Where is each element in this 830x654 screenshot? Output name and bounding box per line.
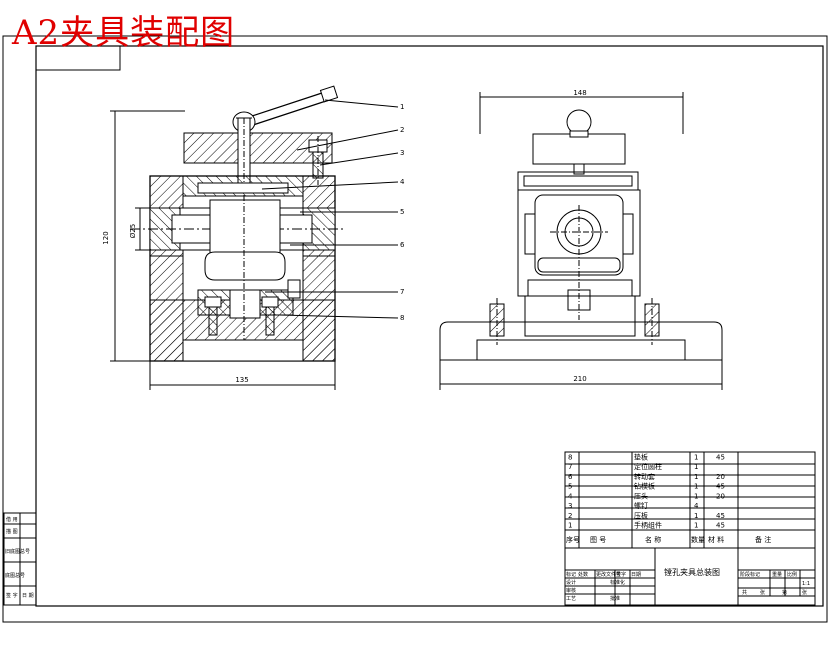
tb-ratio: 比例 xyxy=(787,571,797,578)
side-borrow: 借 用 xyxy=(6,516,18,523)
tb-label-standard: 标准化 xyxy=(610,579,625,586)
bom-cell-name: 定位圆柱 xyxy=(634,462,662,471)
bom-cell-name: 转动套 xyxy=(634,472,655,481)
bom-cell-no: 5 xyxy=(568,483,572,491)
bom-cell-material: 45 xyxy=(716,512,725,520)
balloon-7: 7 xyxy=(400,288,404,296)
bom-cell-no: 2 xyxy=(568,512,572,520)
inner-border xyxy=(35,45,824,607)
bom-header-code: 图 号 xyxy=(590,536,606,544)
bom-cell-no: 8 xyxy=(568,453,572,461)
bom-header-remark: 备 注 xyxy=(755,535,771,544)
bom-header: 序号 图 号 名 称 数量 材 料 备 注 xyxy=(566,535,771,544)
bom-table xyxy=(564,451,816,549)
drawing-title: 镗孔夹具总装图 xyxy=(664,567,720,577)
overlay-title: A2夹具装配图 xyxy=(12,13,236,53)
side-block-labels: 借 用 描 图 旧底图总号 底图总号 签 字 日 期 xyxy=(5,516,34,599)
dim-width-side-top: 148 xyxy=(573,89,586,97)
tb-stage: 阶段标记 xyxy=(740,571,760,578)
bom-cell-qty: 1 xyxy=(694,492,698,500)
tb-weight: 重量 xyxy=(772,571,782,578)
bom-cell-qty: 1 xyxy=(694,522,698,530)
side-view xyxy=(439,92,723,390)
bom-cell-name: 垫板 xyxy=(634,452,648,461)
balloon-3: 3 xyxy=(400,149,404,157)
dim-width-front: 135 xyxy=(235,376,248,384)
side-trace: 描 图 xyxy=(6,528,18,535)
tb-label-change-doc: 更改文件号 xyxy=(596,571,621,578)
bom-cell-no: 7 xyxy=(568,463,572,471)
bom-header-no: 序号 xyxy=(566,535,580,544)
bom-cell-name: 手柄组件 xyxy=(634,521,662,530)
tb-label-approve: 批准 xyxy=(610,595,620,602)
tb-sheets: 张 xyxy=(760,589,765,596)
side-block xyxy=(3,512,37,606)
balloon-1: 1 xyxy=(400,103,404,111)
bom-cell-qty: 1 xyxy=(694,483,698,491)
bom-cell-name: 压头 xyxy=(634,491,648,500)
balloon-4: 4 xyxy=(400,178,405,186)
balloon-2: 2 xyxy=(400,126,404,134)
dim-bore: Ø25 xyxy=(129,224,137,238)
code-box xyxy=(35,45,121,71)
bom-cell-no: 4 xyxy=(568,492,573,500)
balloon-5: 5 xyxy=(400,208,404,216)
bom-cell-no: 3 xyxy=(568,502,572,510)
outer-border xyxy=(2,35,828,623)
bom-cell-no: 1 xyxy=(568,522,572,530)
tb-scale: 1:1 xyxy=(802,581,810,587)
tb-label-sign: 签字 xyxy=(616,571,626,578)
tb-label-design: 设计 xyxy=(566,579,576,586)
bom-cell-name: 螺钉 xyxy=(634,501,648,510)
tb-label-count: 处数 xyxy=(578,571,588,578)
tb-sheets-2: 张 xyxy=(802,589,807,596)
bom-cell-no: 6 xyxy=(568,473,573,481)
side-old-base: 旧底图总号 xyxy=(5,548,30,555)
side-base: 底图总号 xyxy=(5,572,25,579)
balloon-8: 8 xyxy=(400,314,404,322)
bom-header-material: 材 料 xyxy=(708,535,724,544)
dim-height: 120 xyxy=(102,231,110,244)
bom-cell-qty: 4 xyxy=(694,502,699,510)
side-sign: 签 字 xyxy=(6,592,18,599)
tb-label-process: 工艺 xyxy=(566,596,576,602)
bom-cell-name: 压板 xyxy=(634,511,648,520)
bom-cell-qty: 1 xyxy=(694,512,698,520)
bom-rows: 8 垫板 1 45 7 定位圆柱 1 6 转动套 1 20 5 钻模板 1 45 4 压头 1 20 3 螺钉 4 2 压板 1… xyxy=(568,452,725,529)
title-block-labels: 标记 处数 更改文件号 签字 日期 设计 标准化 审核 工艺 批准 阶段标记 重… xyxy=(566,571,810,602)
bom-cell-material: 20 xyxy=(716,492,725,500)
bom-cell-qty: 1 xyxy=(694,463,698,471)
tb-total: 共 xyxy=(742,589,747,596)
balloon-labels: 1 2 3 4 5 6 7 8 xyxy=(400,103,405,322)
side-date: 日 期 xyxy=(22,593,34,599)
title-block xyxy=(564,547,816,606)
balloon-6: 6 xyxy=(400,241,405,249)
tb-no: 第 xyxy=(782,589,787,596)
dim-width-side: 210 xyxy=(573,375,586,383)
bom-header-qty: 数量 xyxy=(691,535,705,544)
tb-label-date: 日期 xyxy=(631,572,641,578)
bom-cell-qty: 1 xyxy=(694,453,698,461)
bom-cell-material: 45 xyxy=(716,483,725,491)
bom-cell-material: 20 xyxy=(716,473,725,481)
bom-cell-qty: 1 xyxy=(694,473,698,481)
bom-header-name: 名 称 xyxy=(645,535,661,544)
tb-label-review: 审核 xyxy=(566,587,576,594)
bom-cell-material: 45 xyxy=(716,522,725,530)
bom-cell-material: 45 xyxy=(716,453,725,461)
tb-label-mark: 标记 xyxy=(566,571,576,578)
front-view xyxy=(110,85,399,390)
bom-cell-name: 钻模板 xyxy=(634,482,655,491)
